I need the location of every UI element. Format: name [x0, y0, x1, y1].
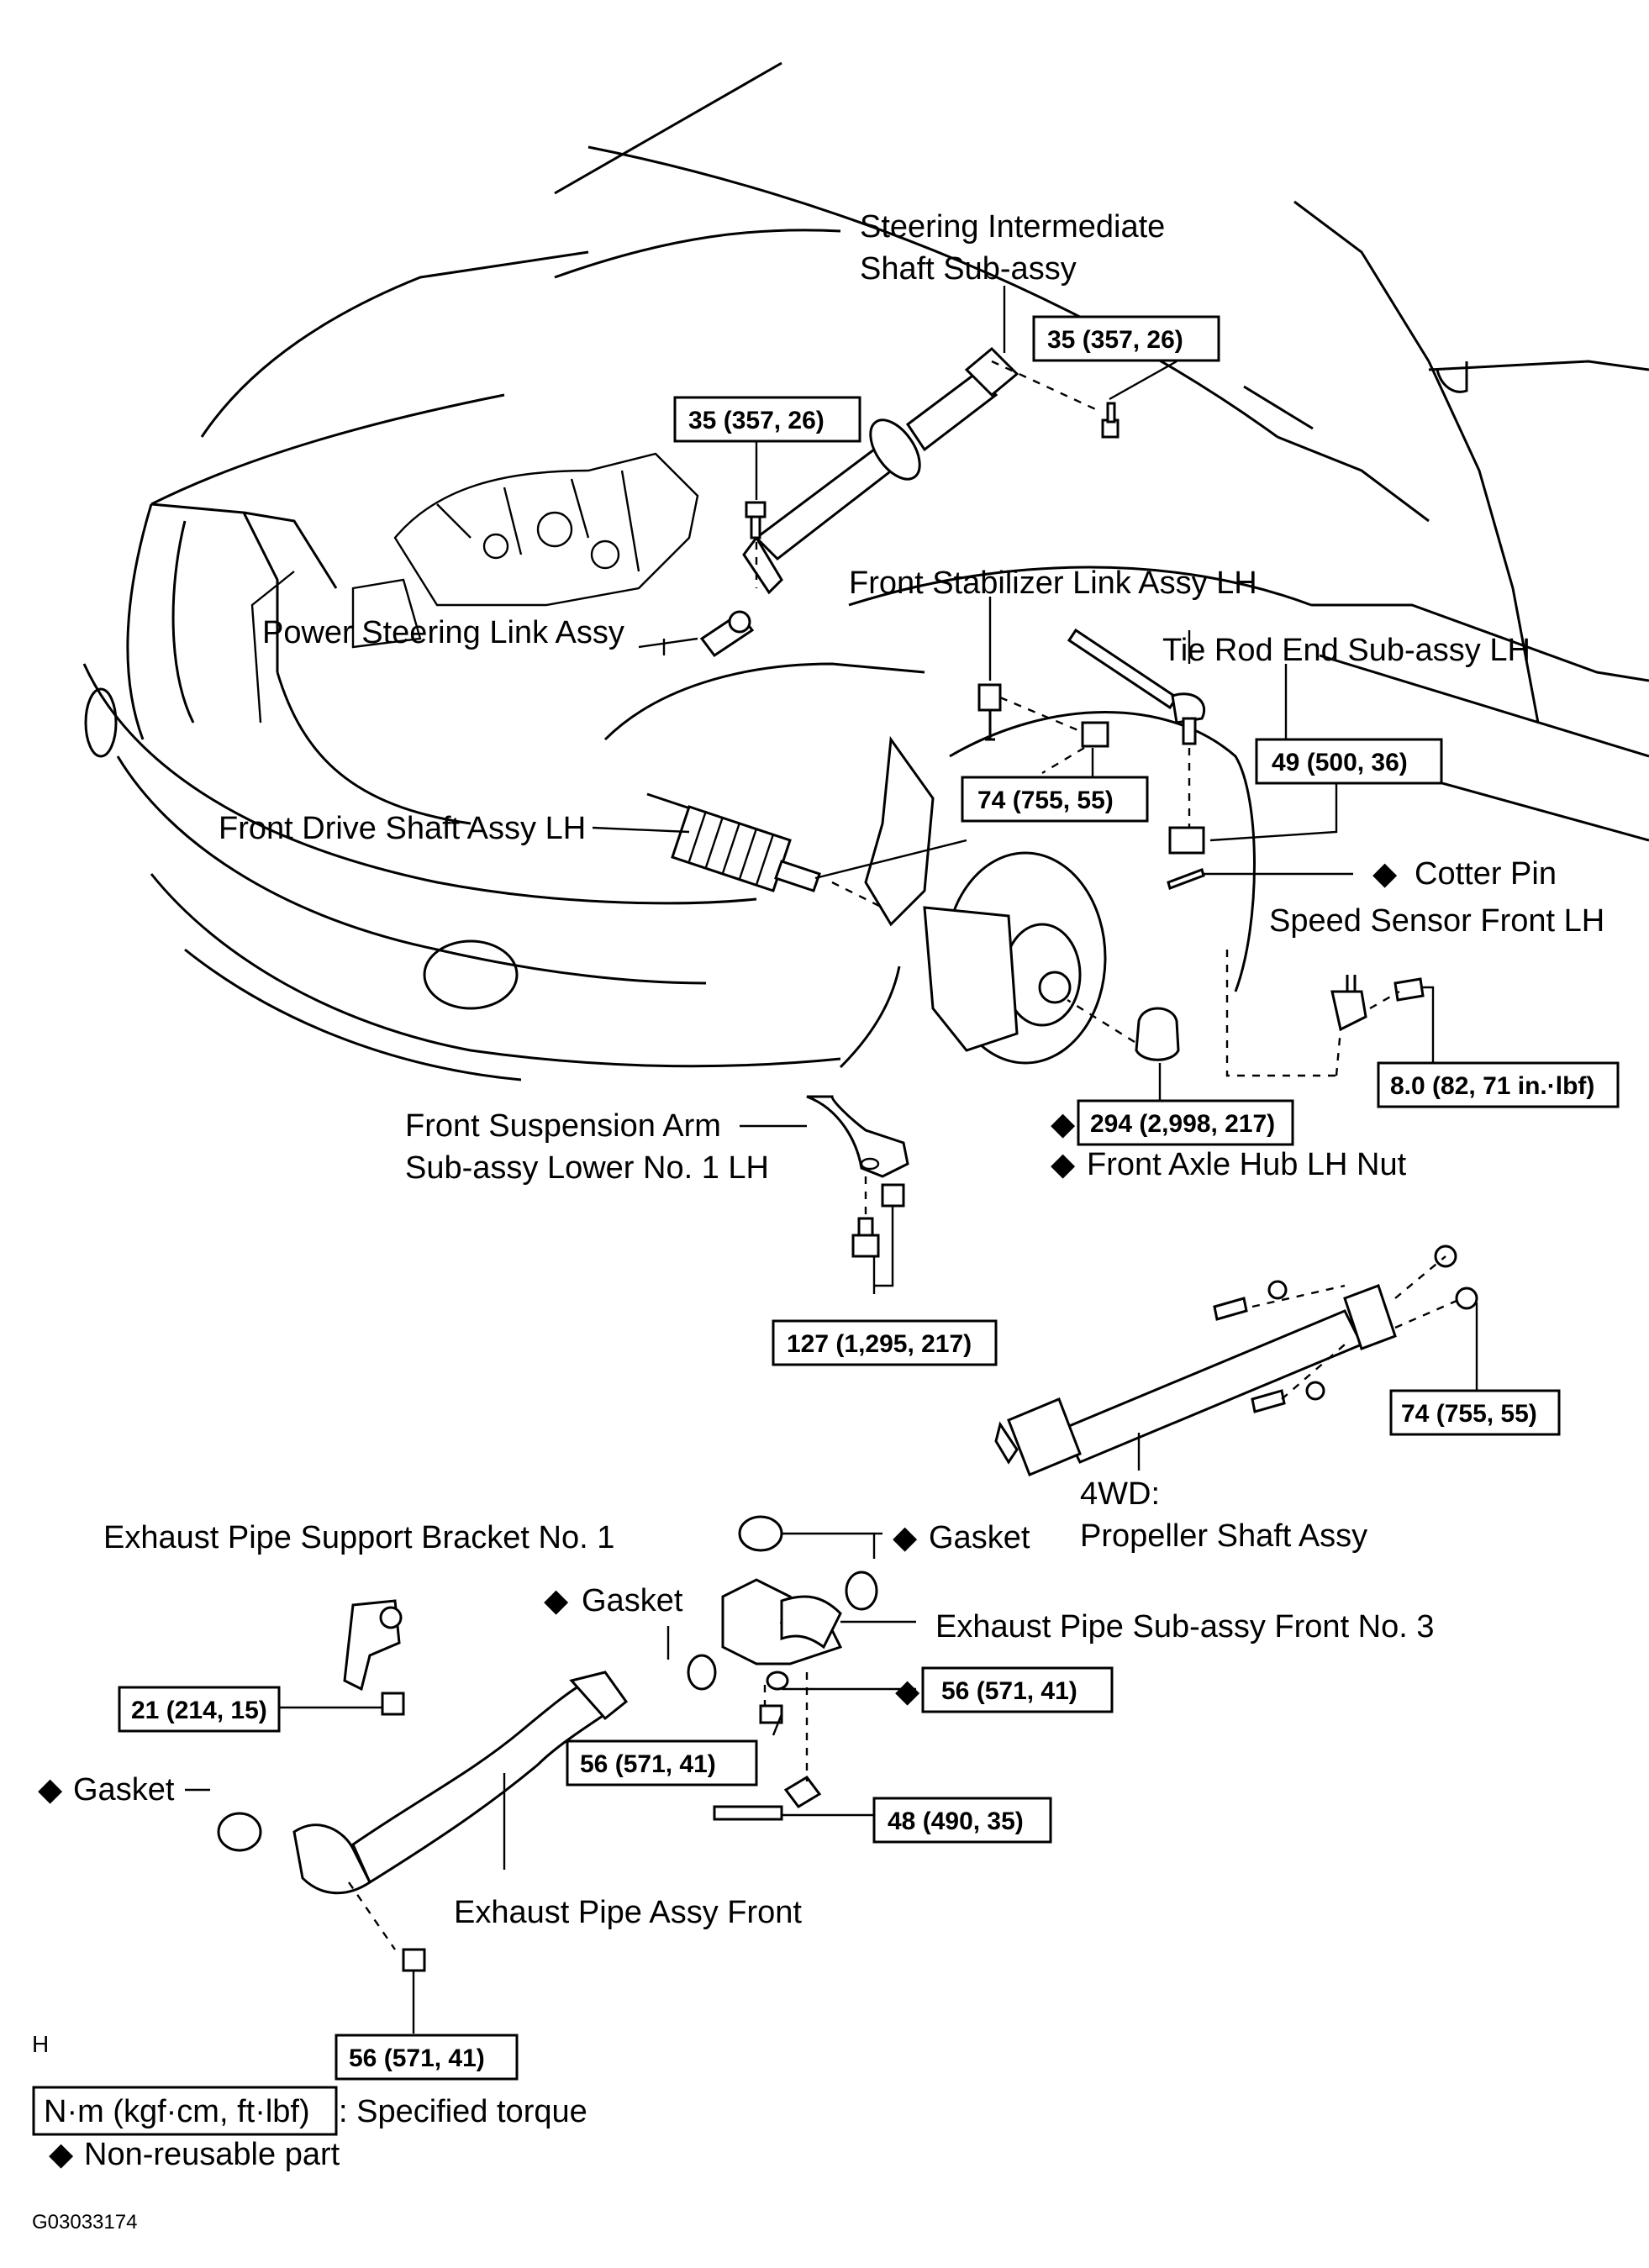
torque-value: 127 (1,295, 217): [787, 1330, 972, 1358]
label-gasket-top: Gasket: [929, 1520, 1030, 1555]
front-axle-hub-nut-part: [1135, 1007, 1180, 1061]
diamond-cotter-pin: ◆: [1372, 856, 1398, 892]
label-cotter-pin: Cotter Pin: [1415, 856, 1557, 892]
label-front-stabilizer-link: Front Stabilizer Link Assy LH: [849, 566, 1257, 601]
label-front-axle-hub-nut: Front Axle Hub LH Nut: [1087, 1147, 1407, 1182]
label-speed-sensor: Speed Sensor Front LH: [1269, 903, 1604, 939]
torque-value: 35 (357, 26): [1047, 326, 1183, 354]
power-steering-link-part: [699, 610, 755, 658]
label-front-suspension-arm-line2: Sub-assy Lower No. 1 LH: [405, 1150, 769, 1186]
bolt-upper-left: [745, 501, 767, 539]
torque-value: 294 (2,998, 217): [1090, 1110, 1275, 1138]
steering-knuckle-brake-part: [864, 735, 1107, 1065]
torque-value: 56 (571, 41): [941, 1677, 1077, 1705]
legend-diamond: ◆: [49, 2137, 74, 2172]
front-suspension-arm-part: [806, 1095, 909, 1178]
diamond-gasket-left: ◆: [38, 1772, 63, 1808]
stabilizer-nut: [1081, 721, 1109, 748]
diamond-hub-nut-torque: ◆: [1051, 1107, 1076, 1142]
torque-value: 21 (214, 15): [131, 1697, 267, 1724]
label-propeller-line2: Propeller Shaft Assy: [1080, 1518, 1367, 1554]
torque-value: 48 (490, 35): [888, 1808, 1024, 1835]
steering-intermediate-shaft-part: [742, 346, 1019, 595]
exhaust-support-bracket-part: [343, 1599, 405, 1716]
exhaust-pipe-front-part: [217, 1671, 629, 1972]
part-labels: Steering Intermediate Shaft Sub-assy Pow…: [32, 209, 1604, 2057]
torque-value: 35 (357, 26): [688, 407, 824, 434]
tie-rod-end-part: [1067, 628, 1205, 745]
arm-bolt-and-nut: [851, 1183, 905, 1258]
figure-code: G03033174: [32, 2211, 137, 2234]
torque-value: 74 (755, 55): [977, 787, 1114, 814]
legend: N·m (kgf·cm, ft·lbf) : Specified torque …: [32, 2086, 587, 2234]
label-front-suspension-arm-line1: Front Suspension Arm: [405, 1108, 721, 1144]
label-steering-intermediate-line2: Shaft Sub-assy: [860, 251, 1077, 287]
legend-unit-text: : Specified torque: [339, 2094, 587, 2129]
label-exhaust-front: Exhaust Pipe Assy Front: [454, 1895, 802, 1930]
castle-nut: [1168, 826, 1205, 855]
front-drive-shaft-part: [646, 792, 821, 892]
diamond-exhaust-nut-torque: ◆: [895, 1674, 920, 1709]
diamond-front-axle-hub-nut: ◆: [1051, 1147, 1076, 1182]
label-tie-rod-end: Tie Rod End Sub-assy LH: [1162, 633, 1530, 668]
legend-unit-box: N·m (kgf·cm, ft·lbf): [44, 2094, 310, 2129]
cotter-pin-part: [1167, 868, 1205, 890]
torque-value: 49 (500, 36): [1272, 749, 1408, 776]
diamond-gasket-top: ◆: [893, 1520, 918, 1555]
speed-sensor-part: [1330, 975, 1425, 1032]
label-exhaust-sub-front3: Exhaust Pipe Sub-assy Front No. 3: [935, 1609, 1435, 1644]
legend-nonreusable: Non-reusable part: [84, 2137, 340, 2172]
label-gasket-left: Gasket: [73, 1772, 175, 1808]
label-gasket-mid: Gasket: [582, 1583, 683, 1618]
torque-specs: 35 (357, 26) 35 (357, 26) 74 (755, 55) 4…: [118, 315, 1620, 2081]
label-view-letter: H: [32, 2031, 49, 2057]
bolt-upper-right: [1101, 402, 1120, 439]
torque-value: 56 (571, 41): [580, 1750, 716, 1778]
label-power-steering-link: Power Steering Link Assy: [262, 615, 624, 650]
label-steering-intermediate-line1: Steering Intermediate: [860, 209, 1165, 245]
leader-lines: [185, 286, 1478, 2034]
front-stabilizer-link-part: [977, 683, 1002, 741]
exhaust-sub-assy-front3-part: [687, 1515, 878, 1821]
torque-value: 8.0 (82, 71 in.·lbf): [1390, 1072, 1594, 1100]
torque-value: 56 (571, 41): [349, 2044, 485, 2072]
label-exhaust-support-bracket: Exhaust Pipe Support Bracket No. 1: [103, 1520, 614, 1555]
propeller-shaft-part: [994, 1245, 1478, 1476]
label-propeller-line1: 4WD:: [1080, 1476, 1160, 1512]
diamond-gasket-mid: ◆: [544, 1583, 569, 1618]
label-front-drive-shaft: Front Drive Shaft Assy LH: [219, 811, 586, 846]
torque-value: 74 (755, 55): [1401, 1400, 1537, 1428]
